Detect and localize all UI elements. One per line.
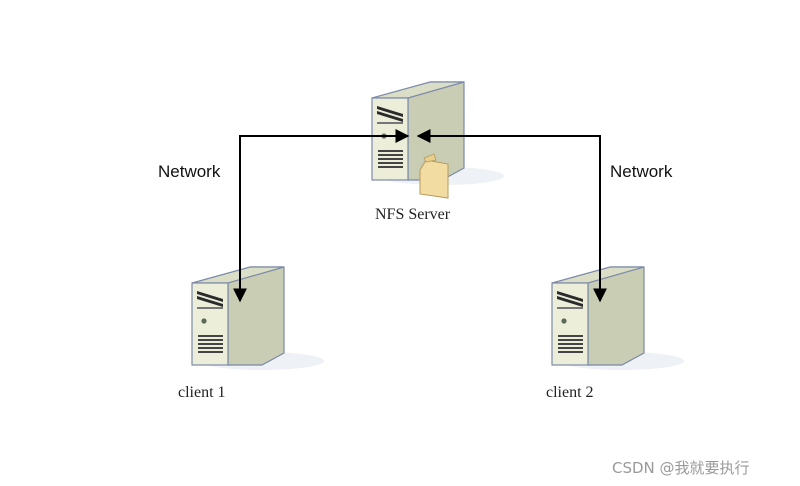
network-line-client1 xyxy=(233,129,410,303)
server-label: NFS Server xyxy=(375,206,451,223)
client-2-label: client 2 xyxy=(546,384,594,401)
watermark: CSDN @我就要执行 xyxy=(612,459,750,477)
network-label-left: Network xyxy=(158,162,221,181)
client-1-label: client 1 xyxy=(178,384,226,401)
network-label-right: Network xyxy=(610,162,673,181)
network-line-client2 xyxy=(416,129,607,303)
client-2-server-icon xyxy=(551,266,685,371)
client-1-server-icon xyxy=(191,266,325,371)
